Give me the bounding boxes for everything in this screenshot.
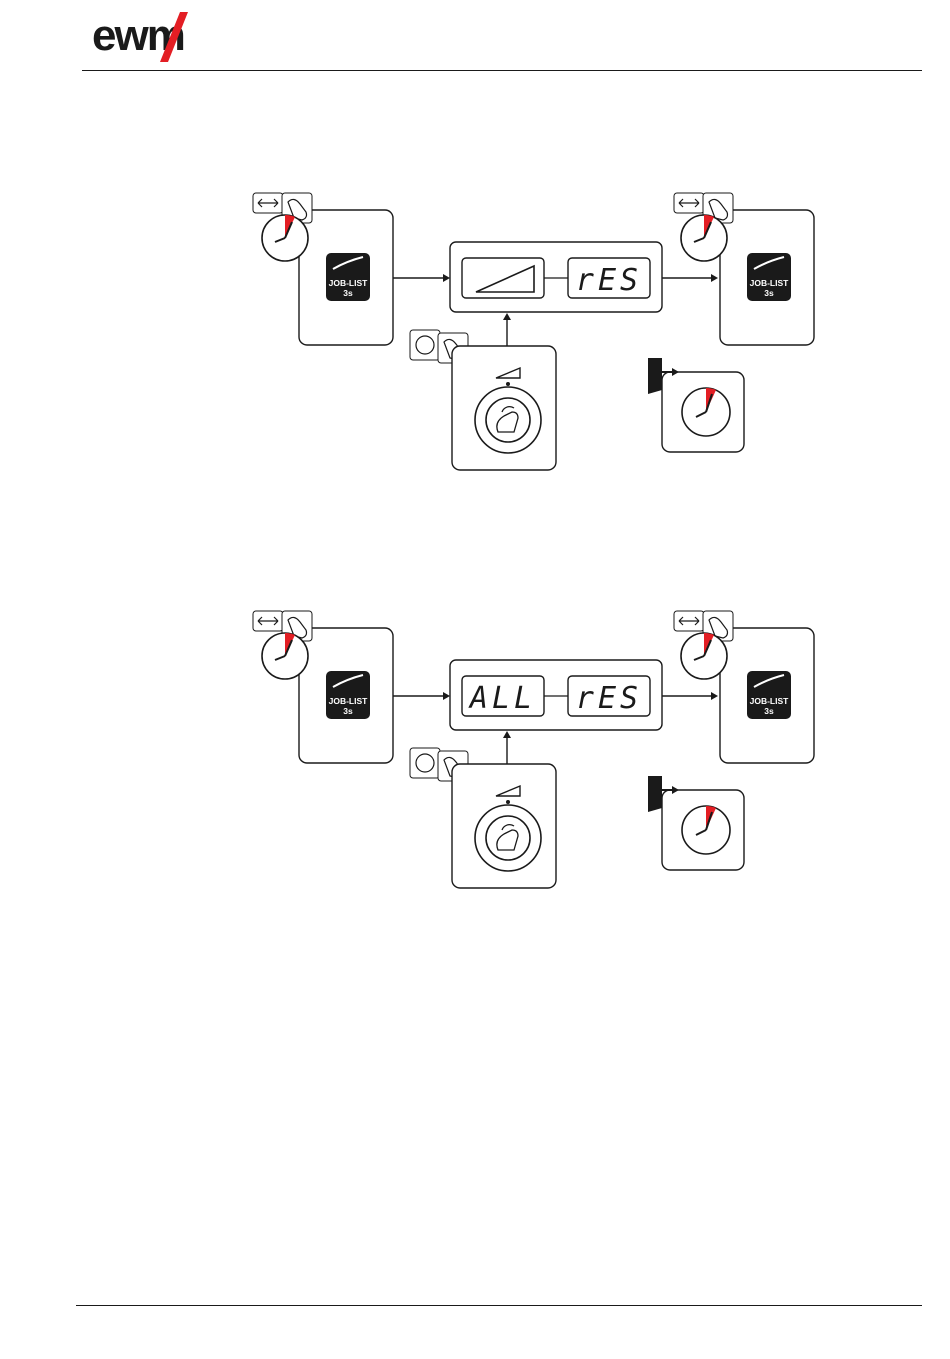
job-list-label: JOB-LIST [329,278,369,288]
job-list-duration-end: 3s [764,706,774,716]
timer-press-icon-start [253,193,312,261]
knob-arrowhead [503,731,511,738]
flow-arrowhead-in [443,692,450,700]
job-list-duration: 3s [343,706,353,716]
diagram-1-svg: JOB-LIST 3s rES JOB-LIST [0,180,950,480]
job-list-label-end: JOB-LIST [750,696,790,706]
job-list-button-start[interactable]: JOB-LIST 3s [326,253,370,301]
ewm-logo-mark: ewm [92,10,224,62]
rotary-knob-icon[interactable] [475,805,541,871]
header-rule [82,70,922,71]
job-list-label: JOB-LIST [329,696,369,706]
job-list-button-end[interactable]: JOB-LIST 3s [747,671,791,719]
job-list-duration-end: 3s [764,288,774,298]
rotary-knob-icon[interactable] [475,387,541,453]
ewm-logo: ewm [92,10,224,62]
flow-arrowhead-out [711,274,718,282]
job-list-duration: 3s [343,288,353,298]
diagram-2-svg: JOB-LIST 3s ALL rES JOB-LIST 3s [0,598,950,898]
footer-rule [76,1305,922,1306]
knob-arrowhead [503,313,511,320]
exit-stopwatch-icon [682,388,730,436]
left-display-text: ALL [468,681,536,716]
flow-arrowhead-in [443,274,450,282]
reset-all-diagram: JOB-LIST 3s ALL rES JOB-LIST 3s [0,598,950,898]
right-display-text: rES [576,681,642,716]
knob-indicator-dot [506,800,510,804]
knob-indicator-dot [506,382,510,386]
job-list-label-end: JOB-LIST [750,278,790,288]
job-list-button-start[interactable]: JOB-LIST 3s [326,671,370,719]
job-list-button-end[interactable]: JOB-LIST 3s [747,253,791,301]
timer-press-icon-start [253,611,312,679]
reset-ramp-diagram: JOB-LIST 3s rES JOB-LIST [0,180,950,480]
right-display-text: rES [576,263,642,298]
flow-arrowhead-out [711,692,718,700]
exit-stopwatch-icon [682,806,730,854]
